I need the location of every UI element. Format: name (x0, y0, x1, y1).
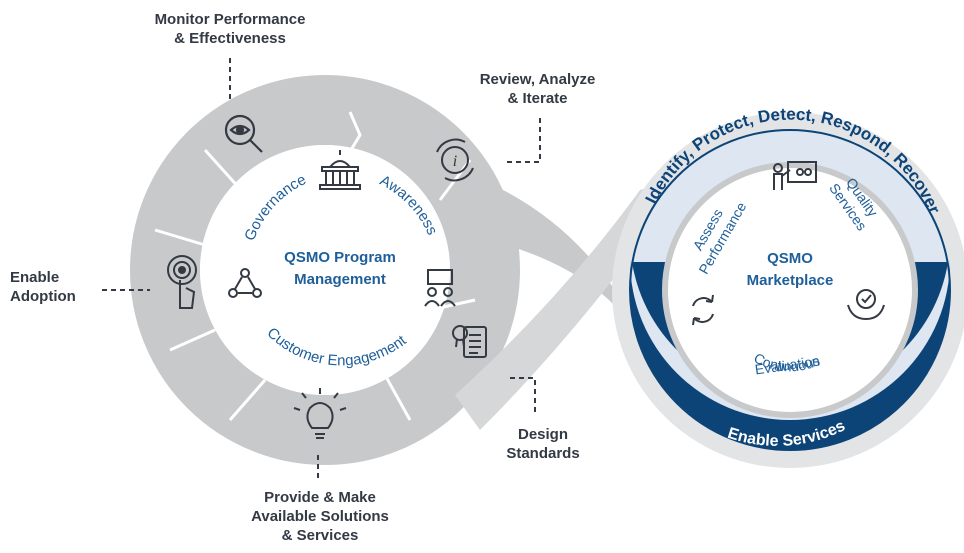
marketplace-title-line-2: Marketplace (747, 272, 834, 289)
enable-adoption-callout: Enable Adoption (10, 269, 76, 305)
marketplace-title-line-1: QSMO (767, 250, 813, 267)
crossing-ribbon (470, 175, 640, 340)
leader-lines (102, 58, 541, 480)
left-loop-band (130, 75, 520, 465)
program-title-line-1: QSMO Program (284, 249, 396, 266)
right-band-dark-edge (630, 260, 950, 450)
eye-magnifier-icon (224, 114, 263, 153)
people-network-icon (228, 268, 262, 298)
hands-check-icon (847, 289, 885, 321)
design-standards-callout: Design Standards (506, 426, 580, 462)
refresh-arrows-icon (692, 294, 714, 326)
program-title-line-2: Management (294, 271, 386, 288)
touch-target-icon (167, 255, 197, 309)
provide-solutions-callout: Provide & Make Available Solutions & Ser… (251, 489, 389, 544)
monitor-performance-callout: Monitor Performance & Effectiveness (154, 11, 306, 47)
right-inner-circle (662, 162, 918, 418)
left-inner-circle (200, 145, 450, 395)
meeting-presentation-icon (424, 269, 456, 307)
info-cycle-icon: i (436, 138, 474, 182)
svg-text:i: i (453, 153, 457, 170)
lightbulb-icon (293, 388, 347, 439)
review-analyze-callout: Review, Analyze & Iterate (479, 71, 596, 107)
presenter-chart-icon (773, 161, 817, 190)
certificate-document-icon (452, 325, 487, 358)
capitol-building-icon (319, 150, 361, 190)
